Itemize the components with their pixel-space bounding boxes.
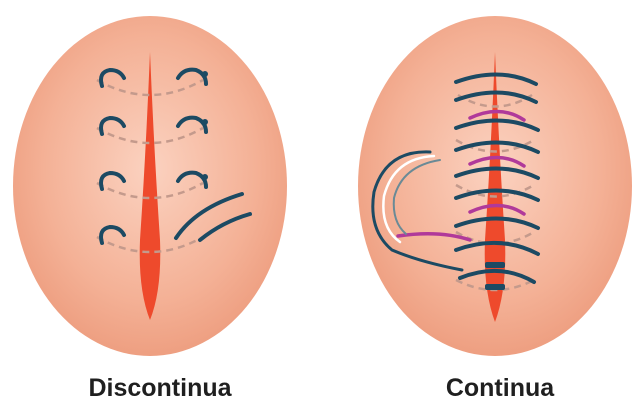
discontinuous-suture-illustration — [13, 16, 287, 356]
continuous-suture-illustration — [358, 16, 632, 356]
label-continuous: Continua — [380, 370, 620, 406]
label-discontinuous: Discontinua — [40, 370, 280, 406]
